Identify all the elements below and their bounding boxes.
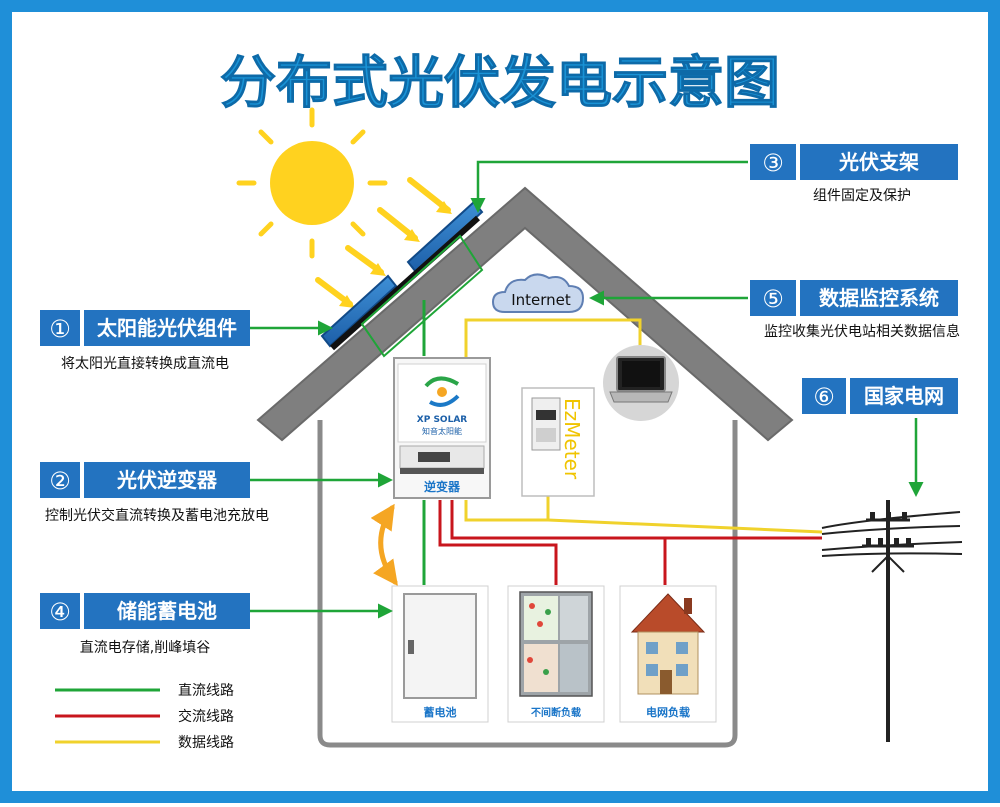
refrigerator: 不间断负载 — [507, 585, 605, 723]
svg-text:③: ③ — [762, 149, 784, 177]
battery-label: 蓄电池 — [424, 705, 457, 719]
callout-label: 光伏逆变器 — [116, 468, 218, 492]
grid-load-house: 电网负载 — [619, 585, 717, 723]
svg-text:⑥: ⑥ — [813, 383, 835, 411]
utility-pole-icon — [821, 500, 963, 742]
inverter: XP SOLAR 知音太阳能 逆变器 — [393, 357, 491, 499]
ez-meter: EzMeter — [521, 387, 595, 497]
callout-label: 储能蓄电池 — [117, 599, 217, 623]
callout-label: 光伏支架 — [838, 150, 919, 174]
svg-text:④: ④ — [49, 598, 71, 626]
page-title: 分布式光伏发电示意图 — [220, 51, 780, 116]
inverter-brand-cn: 知音太阳能 — [422, 426, 462, 436]
internet-cloud-icon: Internet — [491, 273, 585, 313]
legend-label: 数据线路 — [178, 735, 234, 751]
fridge-label: 不间断负载 — [531, 706, 581, 719]
callout-desc: 监控收集光伏电站相关数据信息 — [764, 323, 960, 340]
svg-text:①: ① — [49, 315, 71, 343]
house-load-label: 电网负载 — [646, 705, 690, 719]
solar-panel-array — [320, 200, 484, 358]
ac-lines — [438, 500, 822, 585]
svg-text:⑤: ⑤ — [762, 285, 784, 313]
callout-solar-module: ① 太阳能光伏组件 将太阳光直接转换成直流电 — [40, 310, 250, 372]
callout-desc: 控制光伏交直流转换及蓄电池充放电 — [45, 507, 269, 524]
meter-label: EzMeter — [560, 398, 584, 480]
callout-pointers — [250, 160, 924, 619]
svg-text:②: ② — [49, 467, 71, 495]
internet-label: Internet — [511, 291, 571, 309]
callout-grid: ⑥ 国家电网 — [802, 378, 958, 414]
callout-label: 国家电网 — [864, 384, 944, 408]
roof — [256, 186, 794, 442]
callout-label: 数据监控系统 — [819, 286, 939, 310]
callout-desc: 将太阳光直接转换成直流电 — [61, 355, 229, 372]
battery: 蓄电池 — [391, 585, 489, 723]
xp-solar-logo — [424, 376, 460, 407]
callout-desc: 直流电存储,削峰填谷 — [80, 639, 210, 656]
laptop-icon — [603, 345, 679, 421]
callout-label: 太阳能光伏组件 — [97, 316, 237, 340]
legend-label: 交流线路 — [178, 708, 234, 725]
legend: 直流线路 交流线路 数据线路 — [55, 682, 234, 751]
callout-inverter: ② 光伏逆变器 控制光伏交直流转换及蓄电池充放电 — [40, 462, 269, 524]
callout-mounting: ③ 光伏支架 组件固定及保护 — [750, 144, 958, 204]
inverter-label: 逆变器 — [424, 479, 461, 494]
inverter-brand: XP SOLAR — [417, 415, 468, 425]
callout-battery: ④ 储能蓄电池 直流电存储,削峰填谷 — [40, 593, 250, 656]
callout-monitoring: ⑤ 数据监控系统 监控收集光伏电站相关数据信息 — [750, 280, 960, 340]
legend-label: 直流线路 — [178, 682, 234, 699]
callout-desc: 组件固定及保护 — [813, 188, 911, 204]
sun-icon — [236, 107, 388, 259]
sunlight-arrows — [315, 177, 452, 308]
charge-discharge-arrow — [370, 503, 398, 587]
